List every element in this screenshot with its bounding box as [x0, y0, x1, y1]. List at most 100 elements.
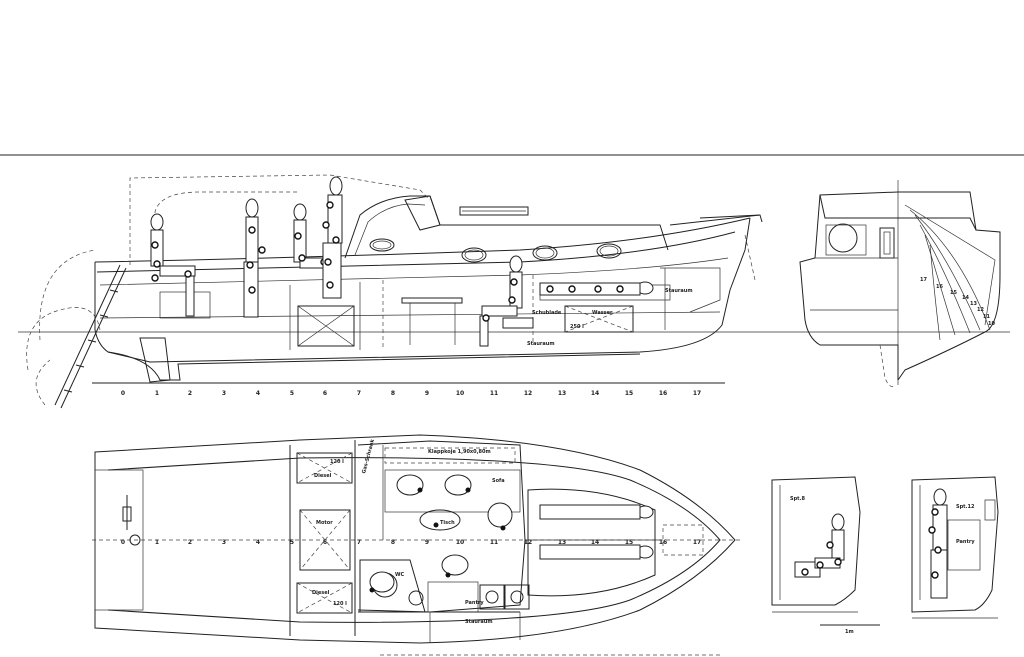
label-tank-top: 120 l [330, 459, 344, 465]
frame-number: 0 [121, 539, 125, 546]
frame-number: 12 [524, 539, 532, 546]
body-plan-station-numbers: 17 16 15 14 13 12 11 10 [920, 277, 995, 327]
plan-diesel-tank-top [296, 452, 353, 484]
label-tank: 250 l [570, 324, 584, 330]
mannequin-standing-helm [322, 176, 343, 299]
station-number: 12 [977, 307, 984, 313]
mannequin-lying-berth [539, 281, 654, 296]
frame-number: 14 [591, 390, 599, 397]
label-pantry: Pantry [465, 600, 484, 606]
section-spt12: Spt.12 Pantry [911, 476, 999, 619]
side-profile-view: 0 1 2 3 4 5 6 7 8 9 10 11 12 13 14 15 16… [18, 174, 790, 409]
profile-bimini-outline [129, 174, 431, 265]
frame-number: 6 [323, 390, 327, 397]
frame-number: 17 [693, 539, 701, 546]
profile-hull-outline [94, 217, 751, 363]
profile-bow-pulpit [669, 214, 763, 226]
porthole-2 [461, 247, 487, 263]
profile-bimini-inner [154, 191, 300, 262]
station-number: 11 [983, 314, 990, 320]
profile-rudder [139, 337, 171, 383]
label-wc: WC [395, 572, 405, 578]
profile-windshield [404, 195, 441, 231]
frame-number: 8 [391, 539, 395, 546]
frame-number: 5 [290, 390, 294, 397]
label-schublade: Schublade [532, 310, 562, 316]
frame-number: 17 [693, 390, 701, 397]
profile-keel [107, 351, 641, 381]
station-number: 16 [936, 284, 943, 290]
label-diesel-top: Diesel [314, 473, 332, 479]
frame-number: 4 [256, 539, 260, 546]
body-plan-window [879, 227, 895, 259]
frame-number: 15 [625, 539, 633, 546]
label-spt12: Spt.12 [956, 504, 975, 510]
plan-hull-outline [94, 434, 736, 644]
profile-deck-line [99, 257, 729, 286]
porthole-1 [369, 238, 395, 252]
stern-swing-arc-lower [26, 307, 101, 371]
frame-number: 1 [155, 539, 159, 546]
frame-number: 10 [456, 539, 464, 546]
station-number: 15 [950, 290, 957, 296]
frame-number: 9 [425, 539, 429, 546]
plan-deck-edge [107, 457, 721, 623]
frame-number: 16 [659, 539, 667, 546]
plan-diesel-tank-bottom [296, 582, 353, 614]
frame-number: 1 [155, 390, 159, 397]
label-tisch: Tisch [440, 520, 455, 526]
station-number: 13 [970, 301, 977, 307]
body-plan-steering-wheel [828, 223, 858, 253]
frame-number: 3 [222, 390, 226, 397]
plan-frame-numbers: 0 1 2 3 4 5 6 7 8 9 10 11 12 13 14 15 16… [121, 539, 701, 546]
label-stauraum-mid: Stauraum [527, 341, 555, 347]
frame-number: 3 [222, 539, 226, 546]
profile-anchor-line [744, 234, 756, 281]
label-diesel-bottom: Diesel [312, 590, 330, 596]
frame-number: 12 [524, 390, 532, 397]
frame-number: 9 [425, 390, 429, 397]
frame-number: 2 [188, 390, 192, 397]
label-wasser: Wasser [592, 310, 613, 316]
section-spt8: Spt.8 1m [771, 476, 880, 635]
porthole-3-inner [535, 247, 555, 259]
label-stauraum-aft: Stauraum [665, 288, 693, 294]
frame-number: 10 [456, 390, 464, 397]
frame-number: 2 [188, 539, 192, 546]
stern-swing-arc-lower2 [35, 359, 51, 406]
frame-number: 7 [357, 390, 361, 397]
station-number: 17 [920, 277, 927, 283]
plan-figures-saloon [369, 474, 513, 593]
mannequin-seated-cabin [479, 255, 523, 347]
porthole-3 [532, 245, 558, 261]
label-stauraum: Stauraum [465, 619, 493, 625]
plan-figures-forward-berth [539, 504, 654, 560]
profile-cabin-roof [344, 195, 669, 259]
label-section-pantry: Pantry [956, 539, 975, 545]
plan-table [419, 509, 461, 531]
frame-number: 13 [558, 539, 566, 546]
frame-number: 11 [490, 539, 498, 546]
label-gas-locker: Gas-Schrank [361, 438, 376, 474]
label-tank-bottom: 120 l [333, 601, 347, 607]
frame-number: 16 [659, 390, 667, 397]
label-klappkoje: Klappkoje 1,90x0,80m [428, 449, 491, 455]
frame-number: 4 [256, 390, 260, 397]
station-number: 10 [988, 321, 995, 327]
profile-cabin-inner [354, 203, 426, 256]
frame-number: 14 [591, 539, 599, 546]
label-motor: Motor [316, 520, 333, 526]
label-scale: 1m [845, 629, 854, 635]
frame-number: 6 [323, 539, 327, 546]
frame-number: 8 [391, 390, 395, 397]
frame-number: 5 [290, 539, 294, 546]
porthole-4 [596, 243, 622, 259]
porthole-1-inner [372, 240, 392, 250]
profile-roof-hatch [459, 206, 529, 216]
stern-swing-arc-upper [39, 249, 96, 341]
plan-klappkoje [384, 447, 516, 464]
boarding-ladder [54, 264, 127, 409]
plan-motor [299, 509, 351, 571]
frame-number: 15 [625, 390, 633, 397]
